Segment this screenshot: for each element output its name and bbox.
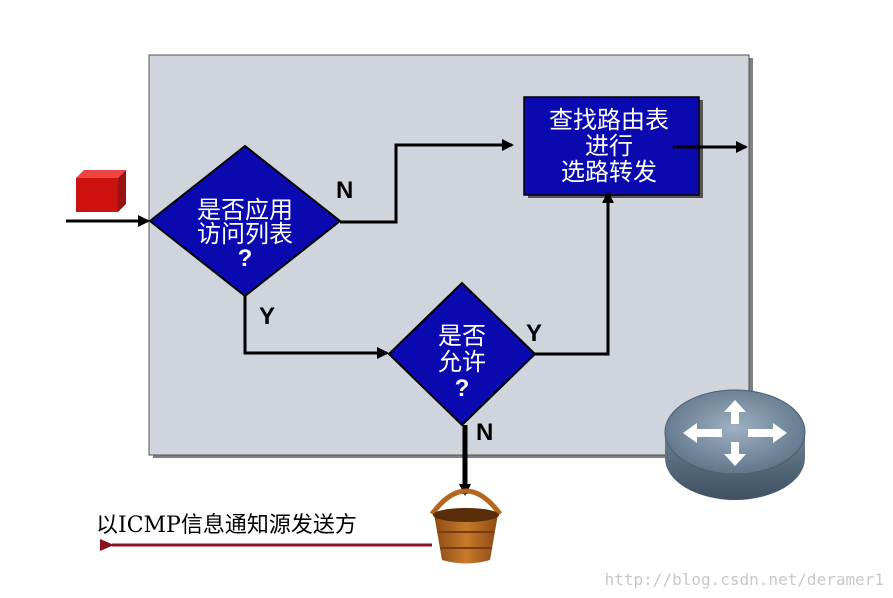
permit-decision-question: ? [455, 375, 470, 402]
acl-yes-arrow [243, 296, 389, 359]
permit-yes-arrow [535, 191, 614, 356]
route-box-line2: 进行 [585, 132, 633, 160]
permit-decision-line2: 允许 [438, 348, 486, 376]
permit-decision-line1: 是否 [438, 322, 486, 350]
route-box-line3: 选路转发 [561, 158, 657, 186]
acl-decision-node: 是否应用 访问列表 ? [148, 144, 342, 298]
route-box-line1: 查找路由表 [549, 106, 669, 134]
acl-decision-line2: 访问列表 [197, 220, 293, 248]
acl-decision-question: ? [238, 245, 253, 272]
icmp-notice: 以ICMP信息通知源发送方 [96, 513, 357, 538]
packet-icon [76, 170, 126, 212]
acl-no-arrow [340, 139, 514, 224]
route-box-node: 查找路由表 进行 选路转发 [523, 96, 703, 198]
router-icon [664, 389, 806, 500]
permit-yes-label: Y [526, 320, 542, 347]
watermark: http://blog.csdn.net/deramer1 [605, 570, 884, 589]
acl-decision-line1: 是否应用 [197, 196, 293, 224]
acl-yes-label: Y [259, 303, 275, 330]
permit-decision-node: 是否 允许 ? [387, 281, 537, 427]
bucket-icon [429, 488, 503, 564]
permit-no-label: N [476, 419, 493, 446]
acl-no-label: N [336, 177, 353, 204]
